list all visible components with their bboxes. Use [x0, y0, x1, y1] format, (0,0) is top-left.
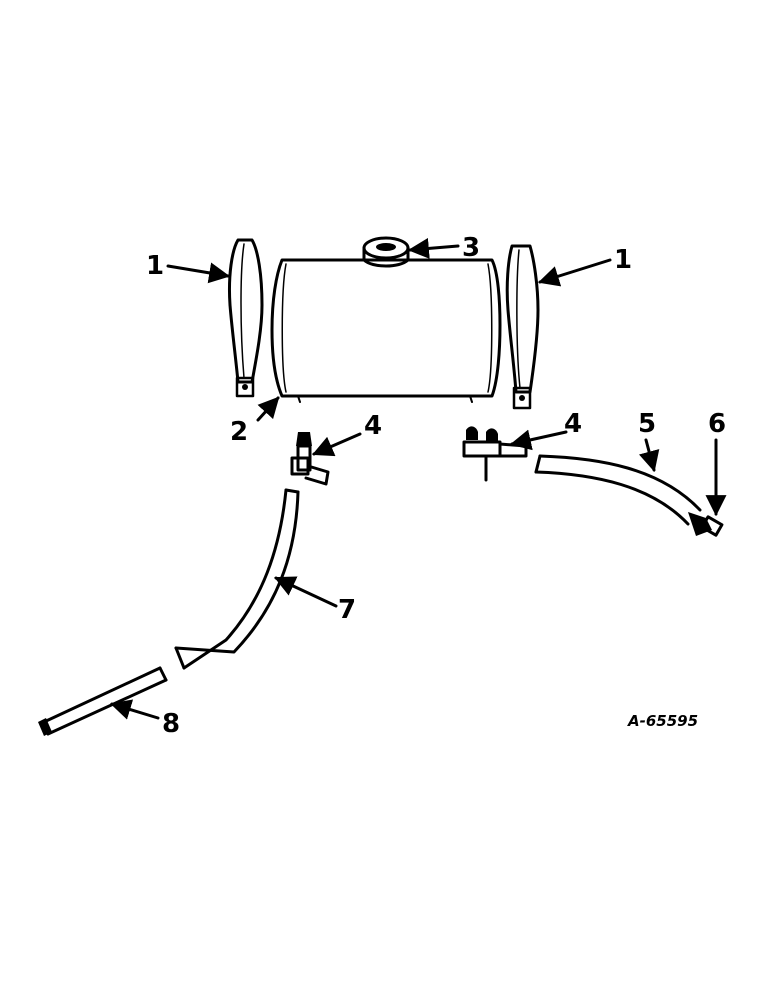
callout-3: 3 [462, 233, 480, 263]
hose-fitting [688, 512, 724, 537]
leader-2 [256, 396, 280, 422]
leader-3 [407, 237, 460, 259]
figure-reference: A-65595 [627, 712, 698, 730]
callout-1-left: 1 [146, 251, 164, 281]
left-shutoff-valve [290, 432, 330, 486]
left-tank-strap [228, 238, 264, 398]
leader-lines [109, 237, 727, 720]
callout-7: 7 [338, 595, 356, 625]
callout-5: 5 [638, 409, 656, 439]
fuel-tank [270, 258, 502, 403]
strap-bolt-hole-icon-right [519, 395, 525, 401]
right-shutoff-valve [462, 426, 528, 482]
leader-5 [638, 438, 660, 473]
leader-7 [274, 576, 338, 608]
leader-1-left [166, 262, 231, 284]
callout-4-left: 4 [364, 411, 382, 441]
callout-8: 8 [162, 709, 180, 739]
filler-cap [362, 236, 410, 268]
strap-bolt-hole-icon [242, 384, 248, 390]
callout-4-right: 4 [564, 409, 582, 439]
leader-4-right [509, 429, 568, 451]
fuel-hose-right [534, 454, 702, 526]
leader-1-right [537, 258, 612, 287]
leader-8 [109, 699, 160, 720]
right-tank-strap [505, 244, 540, 410]
callout-1-right: 1 [614, 245, 632, 275]
leader-4-left [312, 432, 362, 457]
fuel-line-pipe [38, 666, 168, 736]
callout-2: 2 [230, 417, 248, 447]
callout-6: 6 [708, 409, 726, 439]
